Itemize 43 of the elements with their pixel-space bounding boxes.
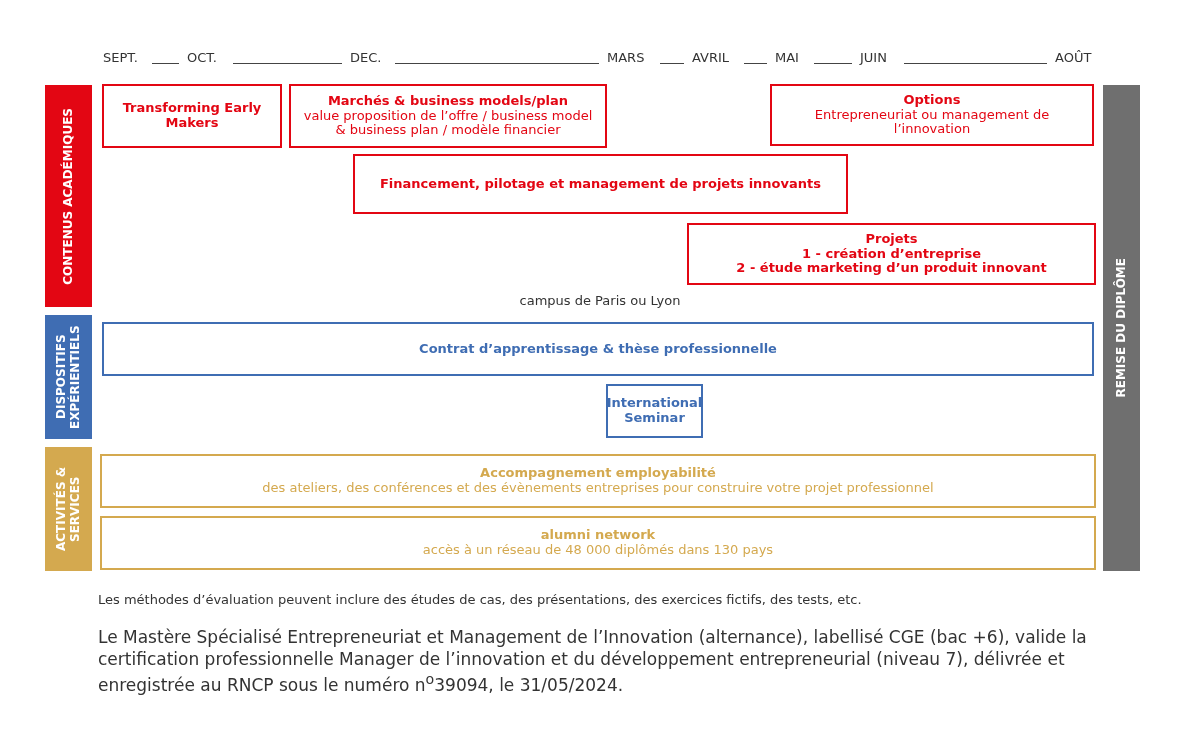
course-box <box>687 223 1096 285</box>
service-box <box>100 516 1096 570</box>
box-heading: Contrat d’apprentissage & thèse professionnelle <box>419 341 777 357</box>
box-description: accès à un réseau de 48 000 diplômés dans 130 pays <box>422 543 774 558</box>
box-heading: 2 - étude marketing d’un produit innovant <box>736 261 1047 277</box>
month-label: SEPT. <box>103 50 138 65</box>
box-description: Entrepreneuriat ou management de l’innovation <box>813 107 1051 138</box>
month-label: MAI <box>775 50 799 65</box>
service-box <box>100 454 1096 508</box>
box-heading: International Seminar <box>606 396 703 426</box>
month-label: DEC. <box>350 50 382 65</box>
box-heading: Marchés & business models/plan <box>327 93 569 109</box>
box-heading: Projets <box>865 231 918 247</box>
course-box <box>353 154 848 214</box>
month-label: OCT. <box>187 50 217 65</box>
month-label: AOÛT <box>1055 50 1092 65</box>
band-title: REMISE DU DIPLÔME <box>1114 258 1129 398</box>
diploma-band <box>1103 85 1140 571</box>
box-heading: Options <box>903 92 961 108</box>
band-title: DISPOSITIFS EXPÉRIENTIELS <box>54 324 83 431</box>
box-heading: Accompagnement employabilité <box>480 466 716 481</box>
section-band <box>45 447 92 571</box>
band-title: CONTENUS ACADÉMIQUES <box>61 107 76 285</box>
course-box <box>770 84 1094 146</box>
box-heading: 1 - création d’entreprise <box>801 246 982 262</box>
box-heading: Transforming Early Makers <box>121 101 263 131</box>
box-heading: Financement, pilotage et management de projets innovants <box>380 176 821 192</box>
month-label: MARS <box>607 50 645 65</box>
activity-box <box>606 384 703 438</box>
activity-box <box>102 322 1094 376</box>
certification-paragraph: Le Mastère Spécialisé Entrepreneuriat et Management de l’Innovation (alternance), labellisé CGE (bac +6), valide la certification professionnelle Manager de l’innovation et du développement entrepreneurial (niveau 7), délivrée et enregistrée au RNCP sous le numéro n$^{o}$39094, le 31/05/2024. <box>98 626 1088 696</box>
course-box <box>289 84 607 148</box>
month-label: AVRIL <box>692 50 730 65</box>
location-note: campus de Paris ou Lyon <box>518 293 682 308</box>
box-heading: alumni network <box>540 528 656 543</box>
box-description: value proposition de l’offre / business model & business plan / modèle financier <box>302 108 594 139</box>
band-title: ACTIVITÉS & SERVICES <box>54 465 83 554</box>
box-description: des ateliers, des conférences et des évènements entreprises pour construire votre projet professionnel <box>262 481 934 496</box>
course-box <box>102 84 282 148</box>
month-label: JUIN <box>860 50 887 65</box>
section-band <box>45 315 92 439</box>
section-band <box>45 85 92 307</box>
evaluation-note: Les méthodes d’évaluation peuvent inclure des études de cas, des présentations, des exercices fictifs, des tests, etc. <box>98 592 862 607</box>
